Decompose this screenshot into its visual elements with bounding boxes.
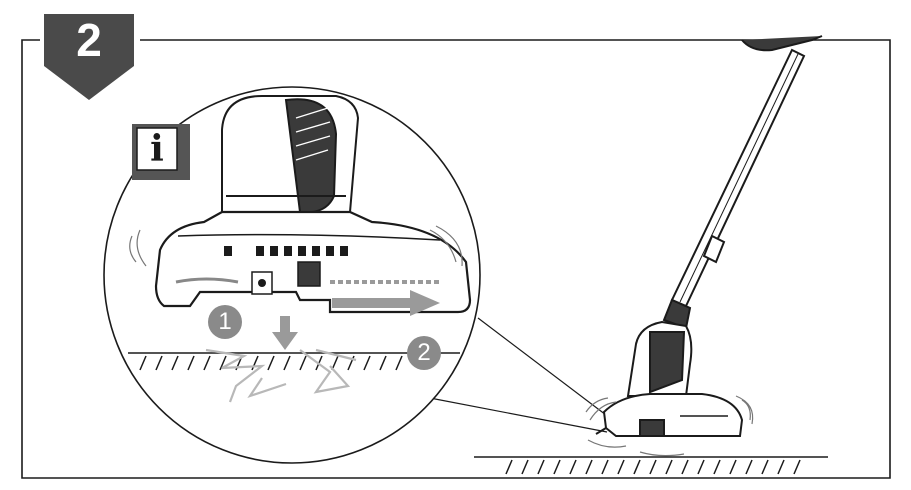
push-down-arrow [272,316,298,350]
marker-1-label: 1 [218,308,232,335]
zoom-connector-bottom [429,397,608,433]
ground-line [474,456,828,475]
line-extension-arrow [332,290,440,316]
impact-lines [205,348,357,403]
marker-2-label: 2 [417,339,431,366]
ground-line-closeup [128,352,460,371]
cutting-line [595,427,607,435]
step-number: 2 [76,14,102,66]
grass-trimmer [602,35,823,437]
info-symbol: i [150,128,164,170]
trimmer-head-closeup [129,95,472,314]
step-badge [44,14,134,100]
zoom-connector-top [477,317,611,419]
marker-2-circle [407,336,441,370]
info-icon [132,124,190,180]
marker-1-circle [208,305,242,339]
trimmer-motion-marks [585,395,754,457]
